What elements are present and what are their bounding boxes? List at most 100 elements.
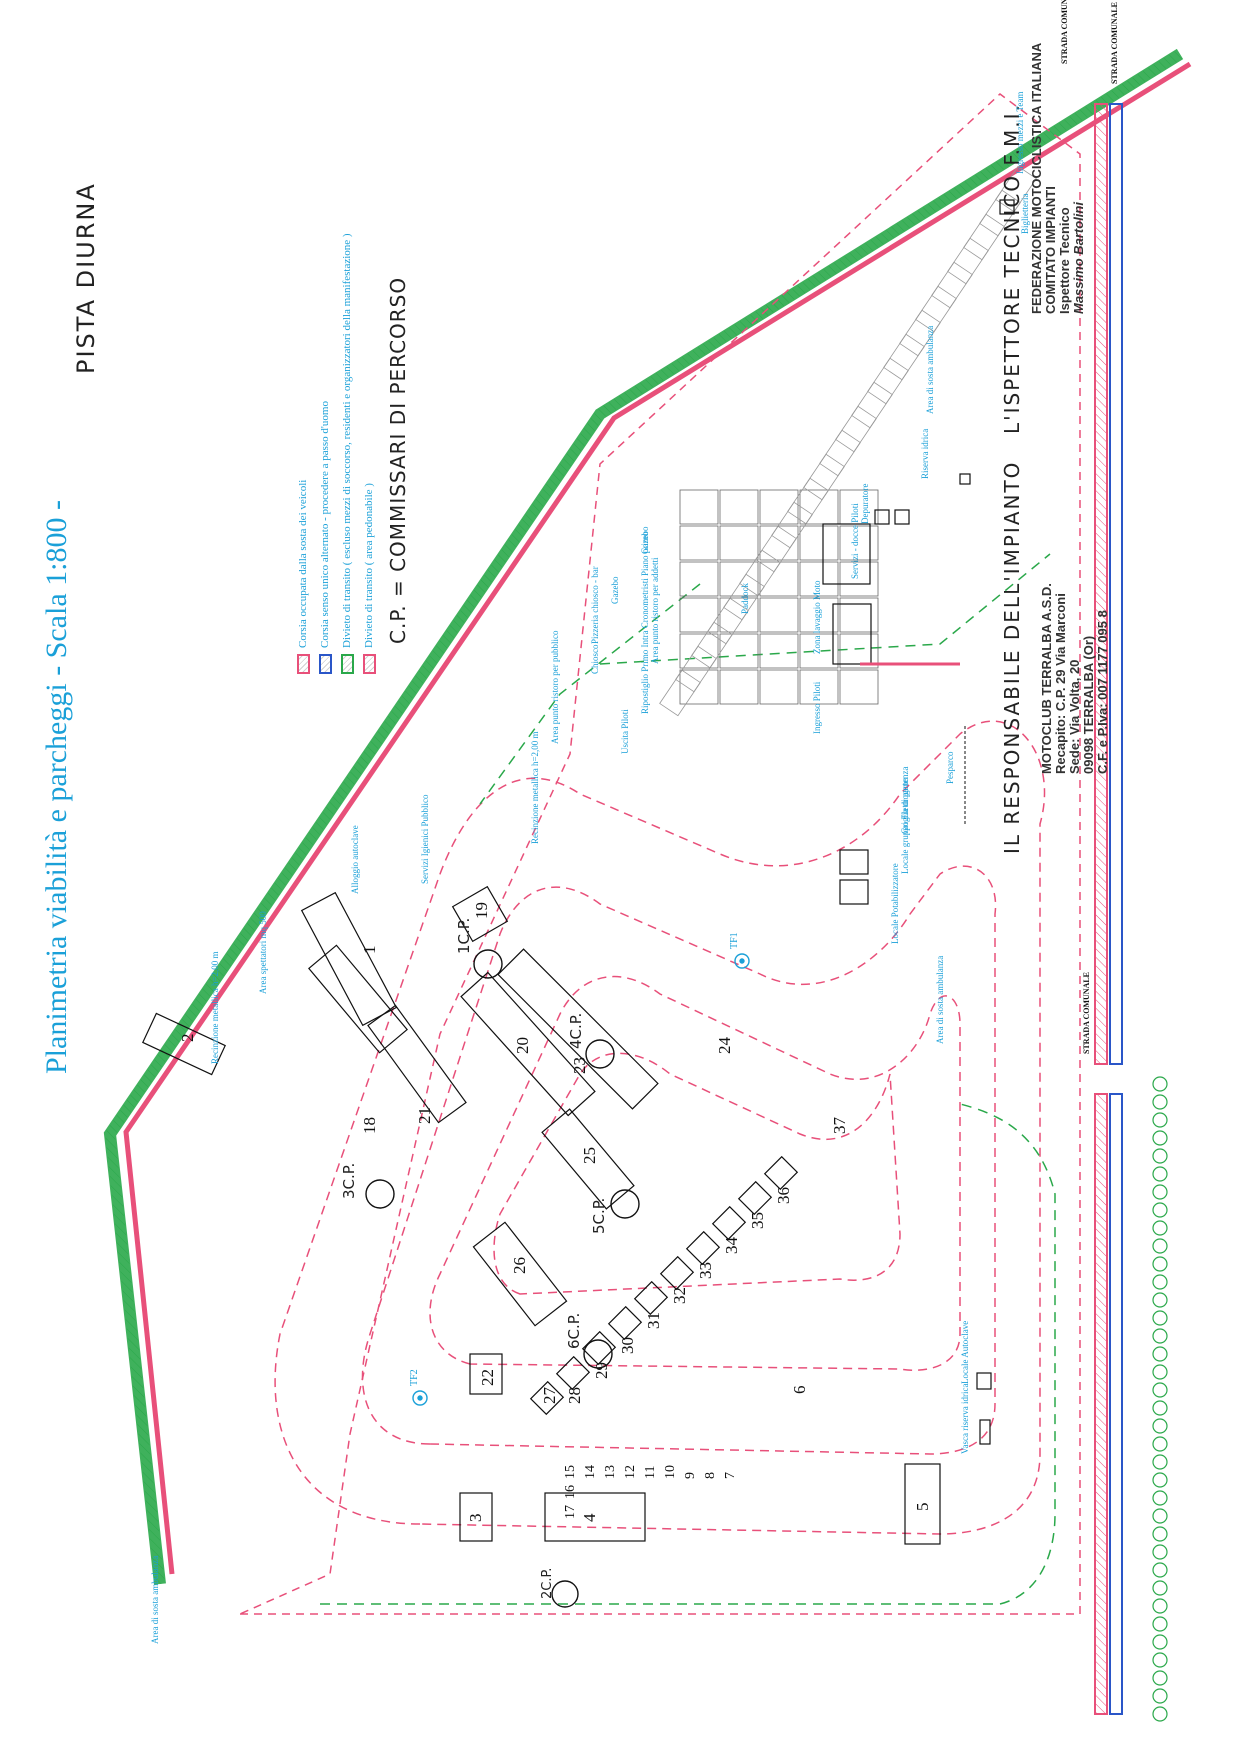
- tree-icon: [1152, 1094, 1168, 1110]
- tree-icon: [1152, 1688, 1168, 1704]
- paddock-bay: [719, 525, 759, 561]
- paddock-bay: [719, 633, 759, 669]
- tree-icon: [1152, 1400, 1168, 1416]
- tree-icon: [1152, 1328, 1168, 1344]
- paddock-bay: [759, 561, 799, 597]
- label-vasca: Vasca riserva idrica: [960, 1383, 970, 1454]
- post-number-20: 20: [513, 1037, 532, 1054]
- post-number-23: 23: [570, 1057, 589, 1074]
- label-alloggio: Alloggio autoclave: [350, 825, 360, 894]
- post-number-2: 2: [178, 1033, 197, 1043]
- post-box-2: [142, 1012, 226, 1076]
- post-number-18: 18: [360, 1117, 379, 1134]
- post-row-box: [633, 1280, 669, 1316]
- parking-bay: [675, 645, 717, 693]
- tree-icon: [1152, 1580, 1168, 1596]
- cp-circle-3: [365, 1179, 395, 1209]
- post-number-15: 15: [563, 1465, 578, 1479]
- post-row-box: [529, 1380, 565, 1416]
- tree-icon: [1152, 1526, 1168, 1542]
- post-row-box: [737, 1180, 773, 1216]
- post-number-14: 14: [583, 1465, 598, 1479]
- post-number-32: 32: [670, 1287, 689, 1304]
- label-servizi-docce: Servizi - docce Piloti: [850, 503, 860, 579]
- road-band-left: [1094, 1093, 1108, 1715]
- paddock-bay: [839, 525, 879, 561]
- paddock-bay: [719, 597, 759, 633]
- parking-bay: [723, 573, 765, 621]
- tree-icon: [1152, 1310, 1168, 1326]
- track-loop-inner-2: [429, 975, 961, 1371]
- parking-bay: [899, 309, 941, 357]
- cp-mark-1: 1C.P.: [455, 917, 473, 954]
- post-row-box: [711, 1205, 747, 1241]
- building-servizi-docce: [822, 523, 871, 585]
- post-number-3: 3: [466, 1513, 485, 1523]
- parking-bay: [739, 549, 781, 597]
- parking-bay: [851, 381, 893, 429]
- paddock-bay: [679, 525, 719, 561]
- post-box-19: [451, 885, 509, 943]
- handwritten-pista: PISTA DIURNA: [72, 182, 100, 374]
- tree-icon: [1152, 1652, 1168, 1668]
- track-loop-outer: [274, 720, 1046, 1535]
- road-band-right: [1094, 103, 1108, 1065]
- label-area-ristoro-pubblico: Area punto ristoro per pubblico: [550, 630, 560, 744]
- paddock-bay: [799, 597, 839, 633]
- tree-icon: [1152, 1472, 1168, 1488]
- legend-swatch: [296, 654, 310, 674]
- pink-boundary-band: [123, 61, 1192, 1575]
- post-row-box: [581, 1330, 617, 1366]
- tree-icon: [1152, 1436, 1168, 1452]
- tree-icon: [1152, 1616, 1168, 1632]
- parking-bay: [691, 621, 733, 669]
- tree-icon: [1152, 1598, 1168, 1614]
- tree-icon: [1152, 1148, 1168, 1164]
- paddock-bay: [839, 633, 879, 669]
- building-depuratore: [894, 509, 910, 525]
- label-tf1: TF1: [729, 932, 740, 949]
- cp-circle-1: [473, 949, 503, 979]
- tree-icon: [1152, 1220, 1168, 1236]
- label-locale-potabilizzatore: Locale Potabilizzatore: [890, 863, 900, 944]
- post-number-21: 21: [415, 1107, 434, 1124]
- post-number-27: 27: [540, 1387, 559, 1404]
- building-zona-lavaggio: [832, 603, 872, 665]
- post-number-16: 16: [563, 1485, 578, 1499]
- cp-circle-2: [551, 1580, 579, 1608]
- label-depuratore: Depuratore: [860, 483, 870, 524]
- paddock-bay: [839, 561, 879, 597]
- paddock-bay: [759, 633, 799, 669]
- tree-icon: [1152, 1274, 1168, 1290]
- cp-circles: [365, 949, 640, 1608]
- legend-swatch: [362, 654, 376, 674]
- handwritten-cp-note: C.P. = COMMISSARI DI PERCORSO: [386, 276, 410, 644]
- tree-icon: [1152, 1544, 1168, 1560]
- tf-markers: [412, 953, 750, 1406]
- tree-row: [1152, 1076, 1168, 1722]
- building-locale-gruppo: [839, 849, 869, 875]
- handwritten-responsabile: IL RESPONSABILE DELL'IMPIANTO: [1000, 460, 1024, 854]
- label-pizzeria: Pizzeria chiosco - bar: [590, 566, 600, 644]
- post-number-25: 25: [580, 1147, 599, 1164]
- post-box-25: [541, 1108, 635, 1210]
- legend-item-divieto-pedonale: Divieto di transito ( area pedonabile ): [358, 233, 380, 674]
- parking-bay: [947, 237, 989, 285]
- paddock-bay: [759, 597, 799, 633]
- parking-bay: [835, 405, 877, 453]
- legend-item-sosta: Corsia occupata dalla sosta dei veicoli: [292, 233, 314, 674]
- label-riserva-idrica: Riserva idrica: [920, 428, 930, 479]
- post-number-37: 37: [830, 1117, 849, 1134]
- post-number-8: 8: [703, 1472, 718, 1479]
- cp-circle-6: [583, 1339, 613, 1369]
- label-area-sosta-ambulanza-3: Area di sosta ambulanza: [150, 1555, 160, 1644]
- perimeter-dashed: [239, 93, 1081, 1615]
- parking-bay: [771, 501, 813, 549]
- parking-strip: [659, 165, 1037, 717]
- cp-mark-2: 2C.P.: [540, 1567, 555, 1599]
- tree-icon: [1152, 1670, 1168, 1686]
- post-number-19: 19: [472, 902, 491, 919]
- post-row-box: [763, 1155, 799, 1191]
